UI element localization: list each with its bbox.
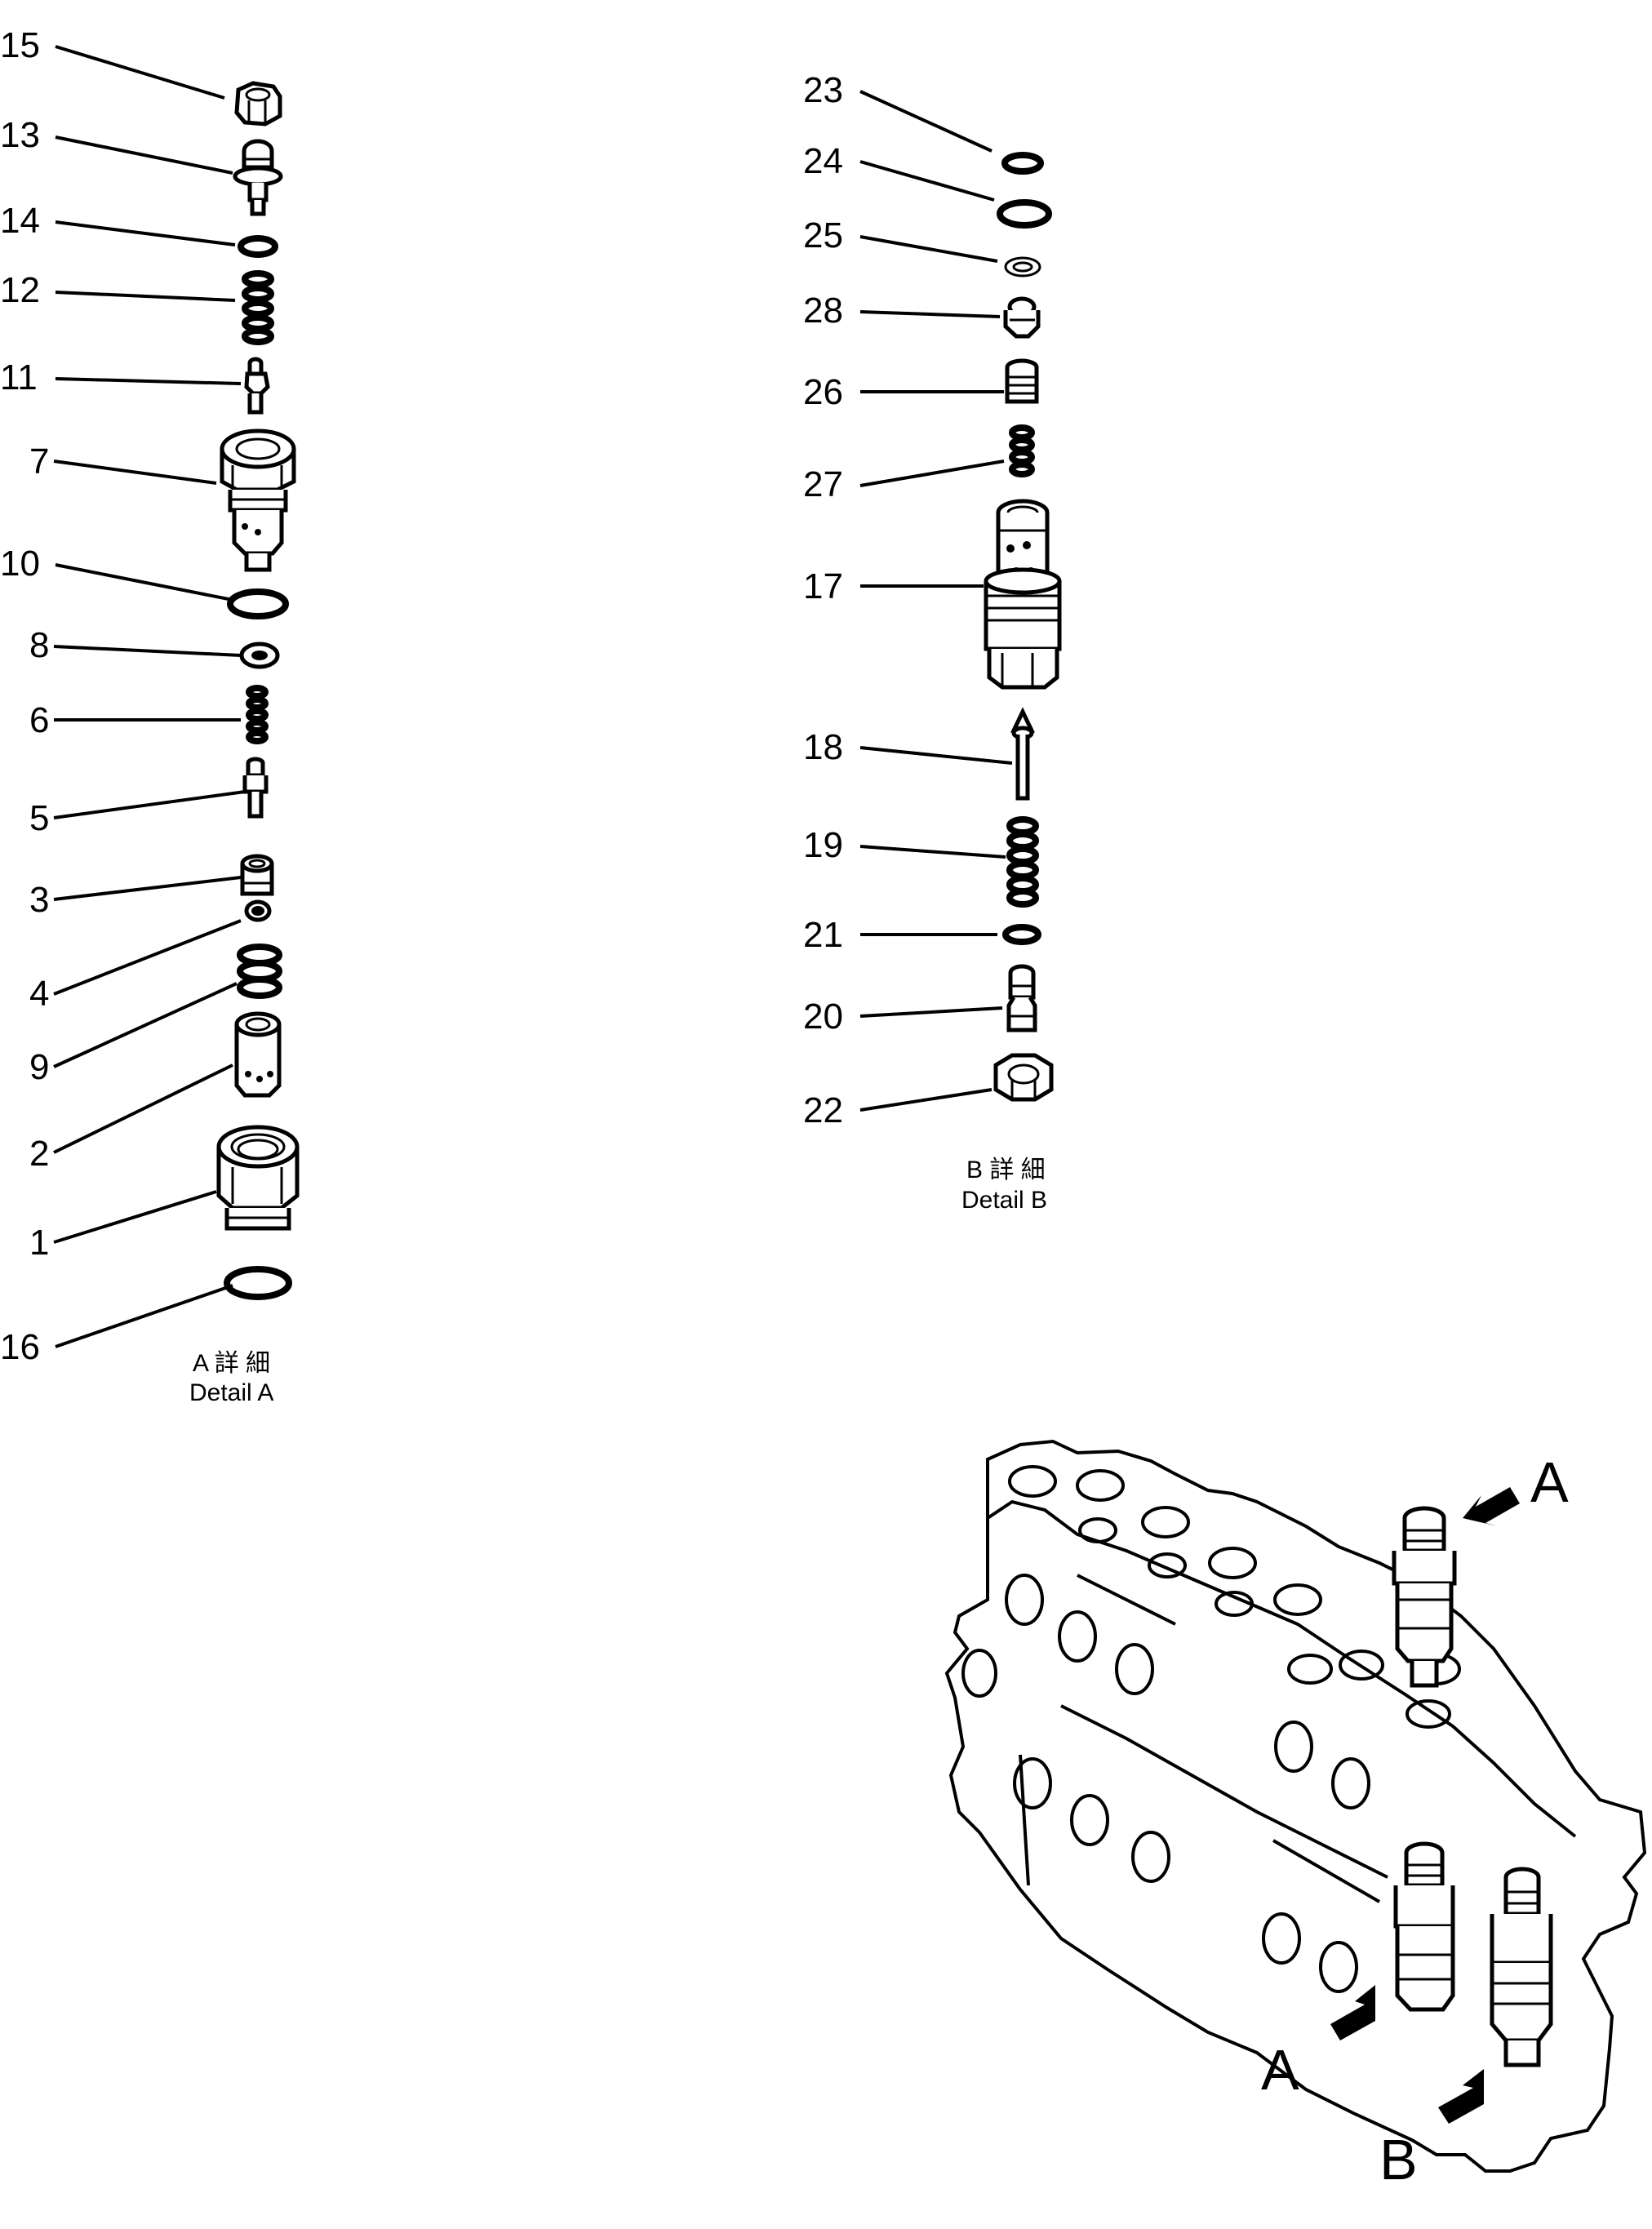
part-6-spring xyxy=(246,685,269,744)
part-20-piston xyxy=(1006,964,1037,1032)
part-26-plug xyxy=(1005,358,1039,404)
detail-b: 23 24 25 28 26 27 17 18 19 21 20 22 xyxy=(803,70,1062,1214)
part-12-spring xyxy=(242,270,274,345)
label-19: 19 xyxy=(803,825,843,865)
leader-lines-b xyxy=(859,90,1013,1112)
label-13: 13 xyxy=(0,115,40,155)
detail-a-caption-jp: A 詳 細 xyxy=(193,1350,270,1377)
part-5-piston xyxy=(242,757,269,819)
arrow-a-top xyxy=(1463,1487,1520,1526)
part-17-valve-body xyxy=(984,499,1062,690)
part-23-o-ring xyxy=(1001,152,1044,175)
label-24: 24 xyxy=(803,141,843,181)
label-3: 3 xyxy=(29,880,49,920)
part-4-ball xyxy=(244,899,272,922)
label-12: 12 xyxy=(0,270,40,310)
label-18: 18 xyxy=(803,727,843,767)
label-25: 25 xyxy=(803,215,843,255)
label-21: 21 xyxy=(803,915,843,955)
label-28: 28 xyxy=(803,291,843,331)
part-19-spring xyxy=(1006,816,1039,908)
part-15-nut xyxy=(234,81,282,127)
callout-b: B xyxy=(1379,2128,1418,2191)
detail-a: 15 13 14 12 11 7 10 8 6 5 3 4 9 2 1 16 xyxy=(0,25,300,1406)
detail-b-caption-en: Detail B xyxy=(961,1187,1047,1214)
label-4: 4 xyxy=(29,974,49,1014)
label-23: 23 xyxy=(803,70,843,110)
part-3-sleeve xyxy=(240,854,274,896)
part-2-sleeve xyxy=(234,1011,282,1098)
detail-b-caption-jp: B 詳 細 xyxy=(966,1157,1046,1183)
valve-block-outline xyxy=(944,1439,1647,2173)
callout-a-bottom: A xyxy=(1261,2038,1299,2102)
relief-valve-a-top xyxy=(1392,1506,1457,1688)
leader-lines-a xyxy=(53,45,246,1348)
part-11-poppet xyxy=(244,357,270,415)
arrow-b xyxy=(1438,2069,1484,2124)
side-ports xyxy=(961,1574,1370,1993)
label-7: 7 xyxy=(29,442,49,482)
part-28-plug xyxy=(1003,296,1041,339)
part-9-spring xyxy=(237,944,282,999)
safety-valve-b xyxy=(1490,1867,1553,2067)
label-27: 27 xyxy=(803,464,843,504)
label-14: 14 xyxy=(0,201,40,241)
label-8: 8 xyxy=(29,625,49,665)
callout-a-top: A xyxy=(1530,1450,1569,1514)
detail-a-caption-en: Detail A xyxy=(189,1379,273,1406)
label-22: 22 xyxy=(803,1090,843,1130)
label-10: 10 xyxy=(0,544,40,584)
part-24-o-ring xyxy=(997,199,1052,229)
label-20: 20 xyxy=(803,997,843,1037)
label-16: 16 xyxy=(0,1327,40,1367)
label-2: 2 xyxy=(29,1134,49,1174)
part-7-valve-body xyxy=(220,428,296,572)
part-1-body xyxy=(216,1125,300,1231)
part-10-o-ring xyxy=(227,588,289,619)
part-14-o-ring xyxy=(238,235,278,258)
part-25-washer xyxy=(1004,256,1041,278)
part-16-o-ring xyxy=(224,1266,292,1300)
part-8-seat xyxy=(239,642,280,669)
label-5: 5 xyxy=(29,798,49,838)
part-22-nut xyxy=(993,1053,1054,1102)
label-15: 15 xyxy=(0,25,40,65)
relief-valve-a-bottom xyxy=(1393,1841,1455,2012)
part-18-needle xyxy=(1010,707,1035,801)
label-6: 6 xyxy=(29,700,49,740)
part-21-o-ring xyxy=(1002,924,1041,945)
part-27-spring xyxy=(1009,424,1035,477)
label-17: 17 xyxy=(803,566,843,606)
label-26: 26 xyxy=(803,372,843,412)
arrow-a-bottom xyxy=(1330,1985,1375,2040)
label-1: 1 xyxy=(29,1223,49,1263)
part-13-plug xyxy=(233,139,283,216)
valve-assembly: A A B xyxy=(944,1439,1647,2191)
label-11: 11 xyxy=(0,357,38,397)
label-9: 9 xyxy=(29,1047,49,1087)
